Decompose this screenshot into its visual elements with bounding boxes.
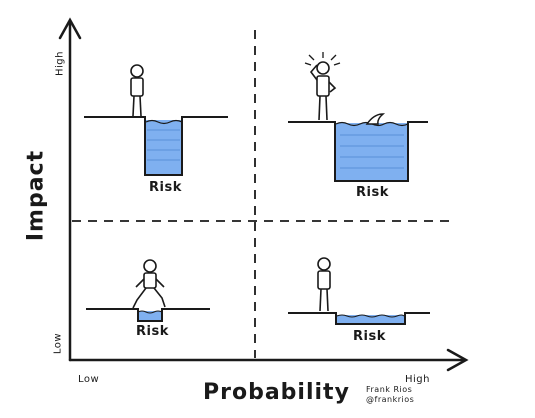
figure-top-left bbox=[130, 64, 144, 117]
puddle-bottom-right bbox=[288, 312, 430, 325]
y-axis-low-label: Low bbox=[52, 332, 64, 355]
puddle-bottom-left bbox=[86, 308, 210, 322]
figure-bottom-right bbox=[317, 257, 331, 312]
credit-handle: @frankrios bbox=[366, 395, 415, 404]
pool-top-right bbox=[288, 121, 428, 182]
y-axis-title: Impact bbox=[23, 149, 49, 242]
risk-label-top-left: Risk bbox=[149, 180, 182, 195]
x-axis-low-label: Low bbox=[78, 374, 100, 385]
x-axis bbox=[68, 348, 469, 372]
x-axis-high-label: High bbox=[405, 374, 430, 385]
risk-label-bottom-right: Risk bbox=[353, 329, 386, 344]
risk-label-top-right: Risk bbox=[356, 185, 389, 200]
figure-top-right bbox=[309, 61, 337, 121]
y-axis bbox=[58, 17, 82, 362]
credit-name: Frank Rios bbox=[366, 385, 413, 394]
shark-fin-icon bbox=[365, 113, 386, 125]
surprise-lines-icon bbox=[304, 52, 341, 66]
pit-top-left bbox=[84, 116, 228, 176]
figure-bottom-left bbox=[132, 259, 166, 309]
x-axis-title: Probability bbox=[203, 380, 350, 405]
risk-label-bottom-left: Risk bbox=[136, 324, 169, 339]
y-axis-high-label: High bbox=[54, 51, 66, 76]
